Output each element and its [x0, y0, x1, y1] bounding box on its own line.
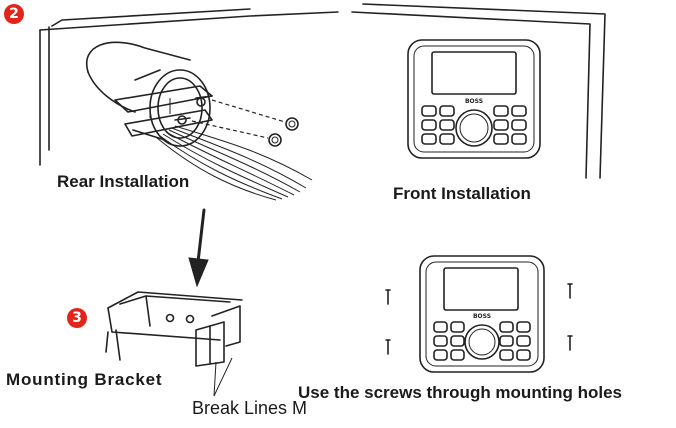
mounting-screws [385, 283, 573, 355]
mounting-bracket [105, 291, 243, 397]
brand-logo-bottom: BOSS [473, 313, 491, 320]
front-head-unit-top [407, 39, 541, 159]
rear-unit-body [85, 41, 213, 147]
break-lines-caption: Break Lines M [192, 398, 308, 418]
step-2-badge: 2 [4, 4, 24, 24]
wiring-harness [156, 125, 313, 201]
front-wall-panel [351, 3, 606, 179]
step-3-badge: 3 [67, 308, 87, 328]
rear-screw-guides [191, 99, 299, 147]
rear-wall-panel [39, 8, 339, 166]
down-arrow [188, 208, 209, 288]
rear-installation-caption: Rear Installation [57, 172, 190, 191]
mounting-bracket-caption: Mounting Bracket [6, 370, 163, 389]
brand-logo-top: BOSS [465, 98, 483, 105]
screws-instruction-caption: Use the screws through mounting holes [298, 383, 622, 402]
front-installation-caption: Front Installation [393, 184, 531, 203]
front-head-unit-bottom [419, 255, 545, 373]
